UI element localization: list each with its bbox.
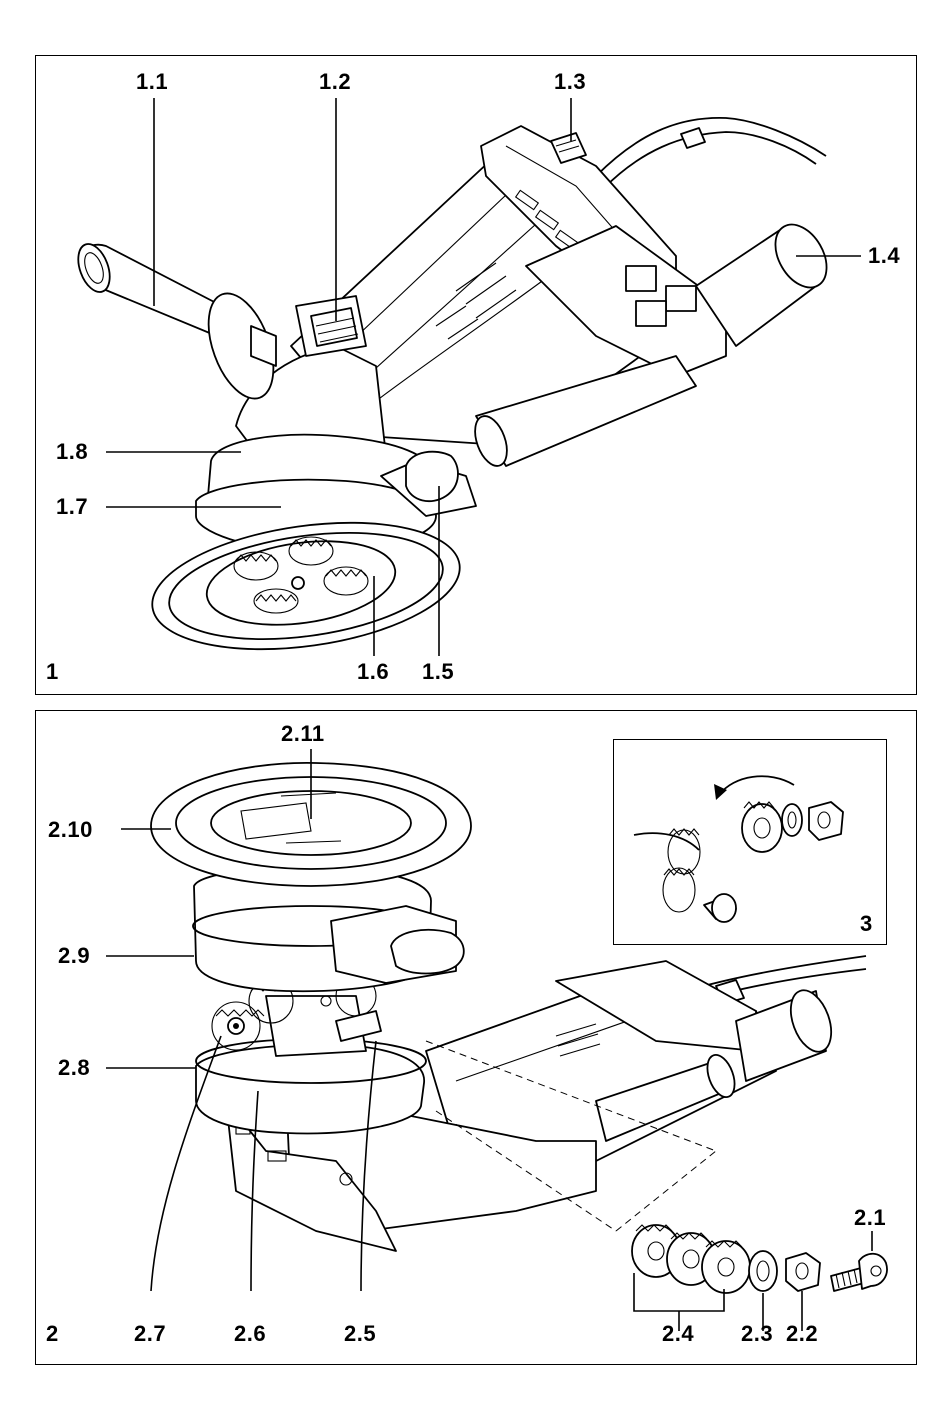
label-1-3: 1.3 xyxy=(554,71,586,93)
label-2-8: 2.8 xyxy=(58,1057,90,1079)
label-2-7: 2.7 xyxy=(134,1323,166,1345)
label-2-1: 2.1 xyxy=(854,1207,886,1229)
label-1-7: 1.7 xyxy=(56,496,88,518)
label-2-11: 2.11 xyxy=(281,723,325,745)
label-2-4: 2.4 xyxy=(662,1323,694,1345)
figure-2-panel: 3 2.11 2.10 2.9 2.8 2.7 2.6 2.5 2.4 2.3 … xyxy=(35,710,917,1365)
label-1-8: 1.8 xyxy=(56,441,88,463)
figure-3-inset: 3 xyxy=(613,739,887,945)
label-2-9: 2.9 xyxy=(58,945,90,967)
label-1-6: 1.6 xyxy=(357,661,389,683)
label-2-2: 2.2 xyxy=(786,1323,818,1345)
figure-3-drawing xyxy=(614,740,888,946)
label-1-1: 1.1 xyxy=(136,71,168,93)
figure-1-panel: 1.1 1.2 1.3 1.4 1.5 1.6 1.7 1.8 1 xyxy=(35,55,917,695)
label-2-3: 2.3 xyxy=(741,1323,773,1345)
figure-1-number: 1 xyxy=(46,661,58,683)
figure-2-number: 2 xyxy=(46,1323,58,1345)
label-2-5: 2.5 xyxy=(344,1323,376,1345)
label-2-10: 2.10 xyxy=(48,819,93,841)
figure-1-drawing xyxy=(36,56,918,696)
label-1-2: 1.2 xyxy=(319,71,351,93)
label-2-6: 2.6 xyxy=(234,1323,266,1345)
label-1-4: 1.4 xyxy=(868,245,900,267)
figure-3-number: 3 xyxy=(860,913,872,935)
label-1-5: 1.5 xyxy=(422,661,454,683)
